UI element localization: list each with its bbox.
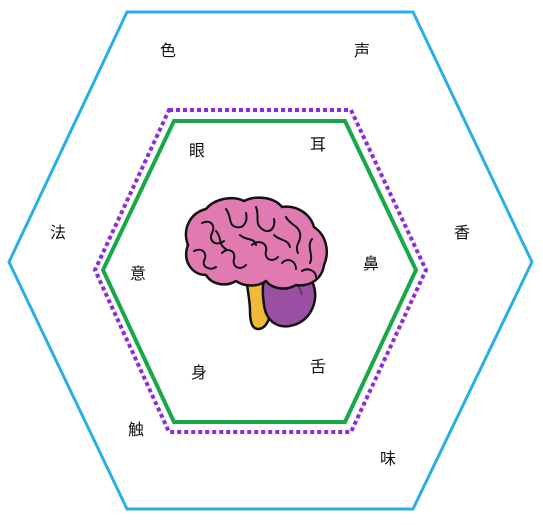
inner-label-er: 耳 [309, 135, 327, 154]
inner-hexagon [100, 119, 419, 424]
outer-hexagon [7, 10, 534, 511]
outer-label-chu: 触 [127, 420, 145, 439]
inner-label-bi: 鼻 [362, 254, 380, 273]
inner-label-yan: 眼 [188, 141, 206, 160]
outer-label-xiang: 香 [453, 223, 471, 242]
inner-label-she: 舌 [309, 357, 327, 376]
outer-label-se: 色 [159, 41, 177, 60]
inner-label-shen: 身 [190, 363, 208, 382]
inner-label-yi: 意 [129, 264, 147, 283]
outer-label-fa: 法 [49, 223, 67, 242]
dotted-hexagon [92, 108, 429, 434]
outer-label-wei: 味 [379, 449, 397, 468]
outer-label-sheng: 声 [353, 41, 371, 60]
brain-icon [184, 196, 328, 331]
